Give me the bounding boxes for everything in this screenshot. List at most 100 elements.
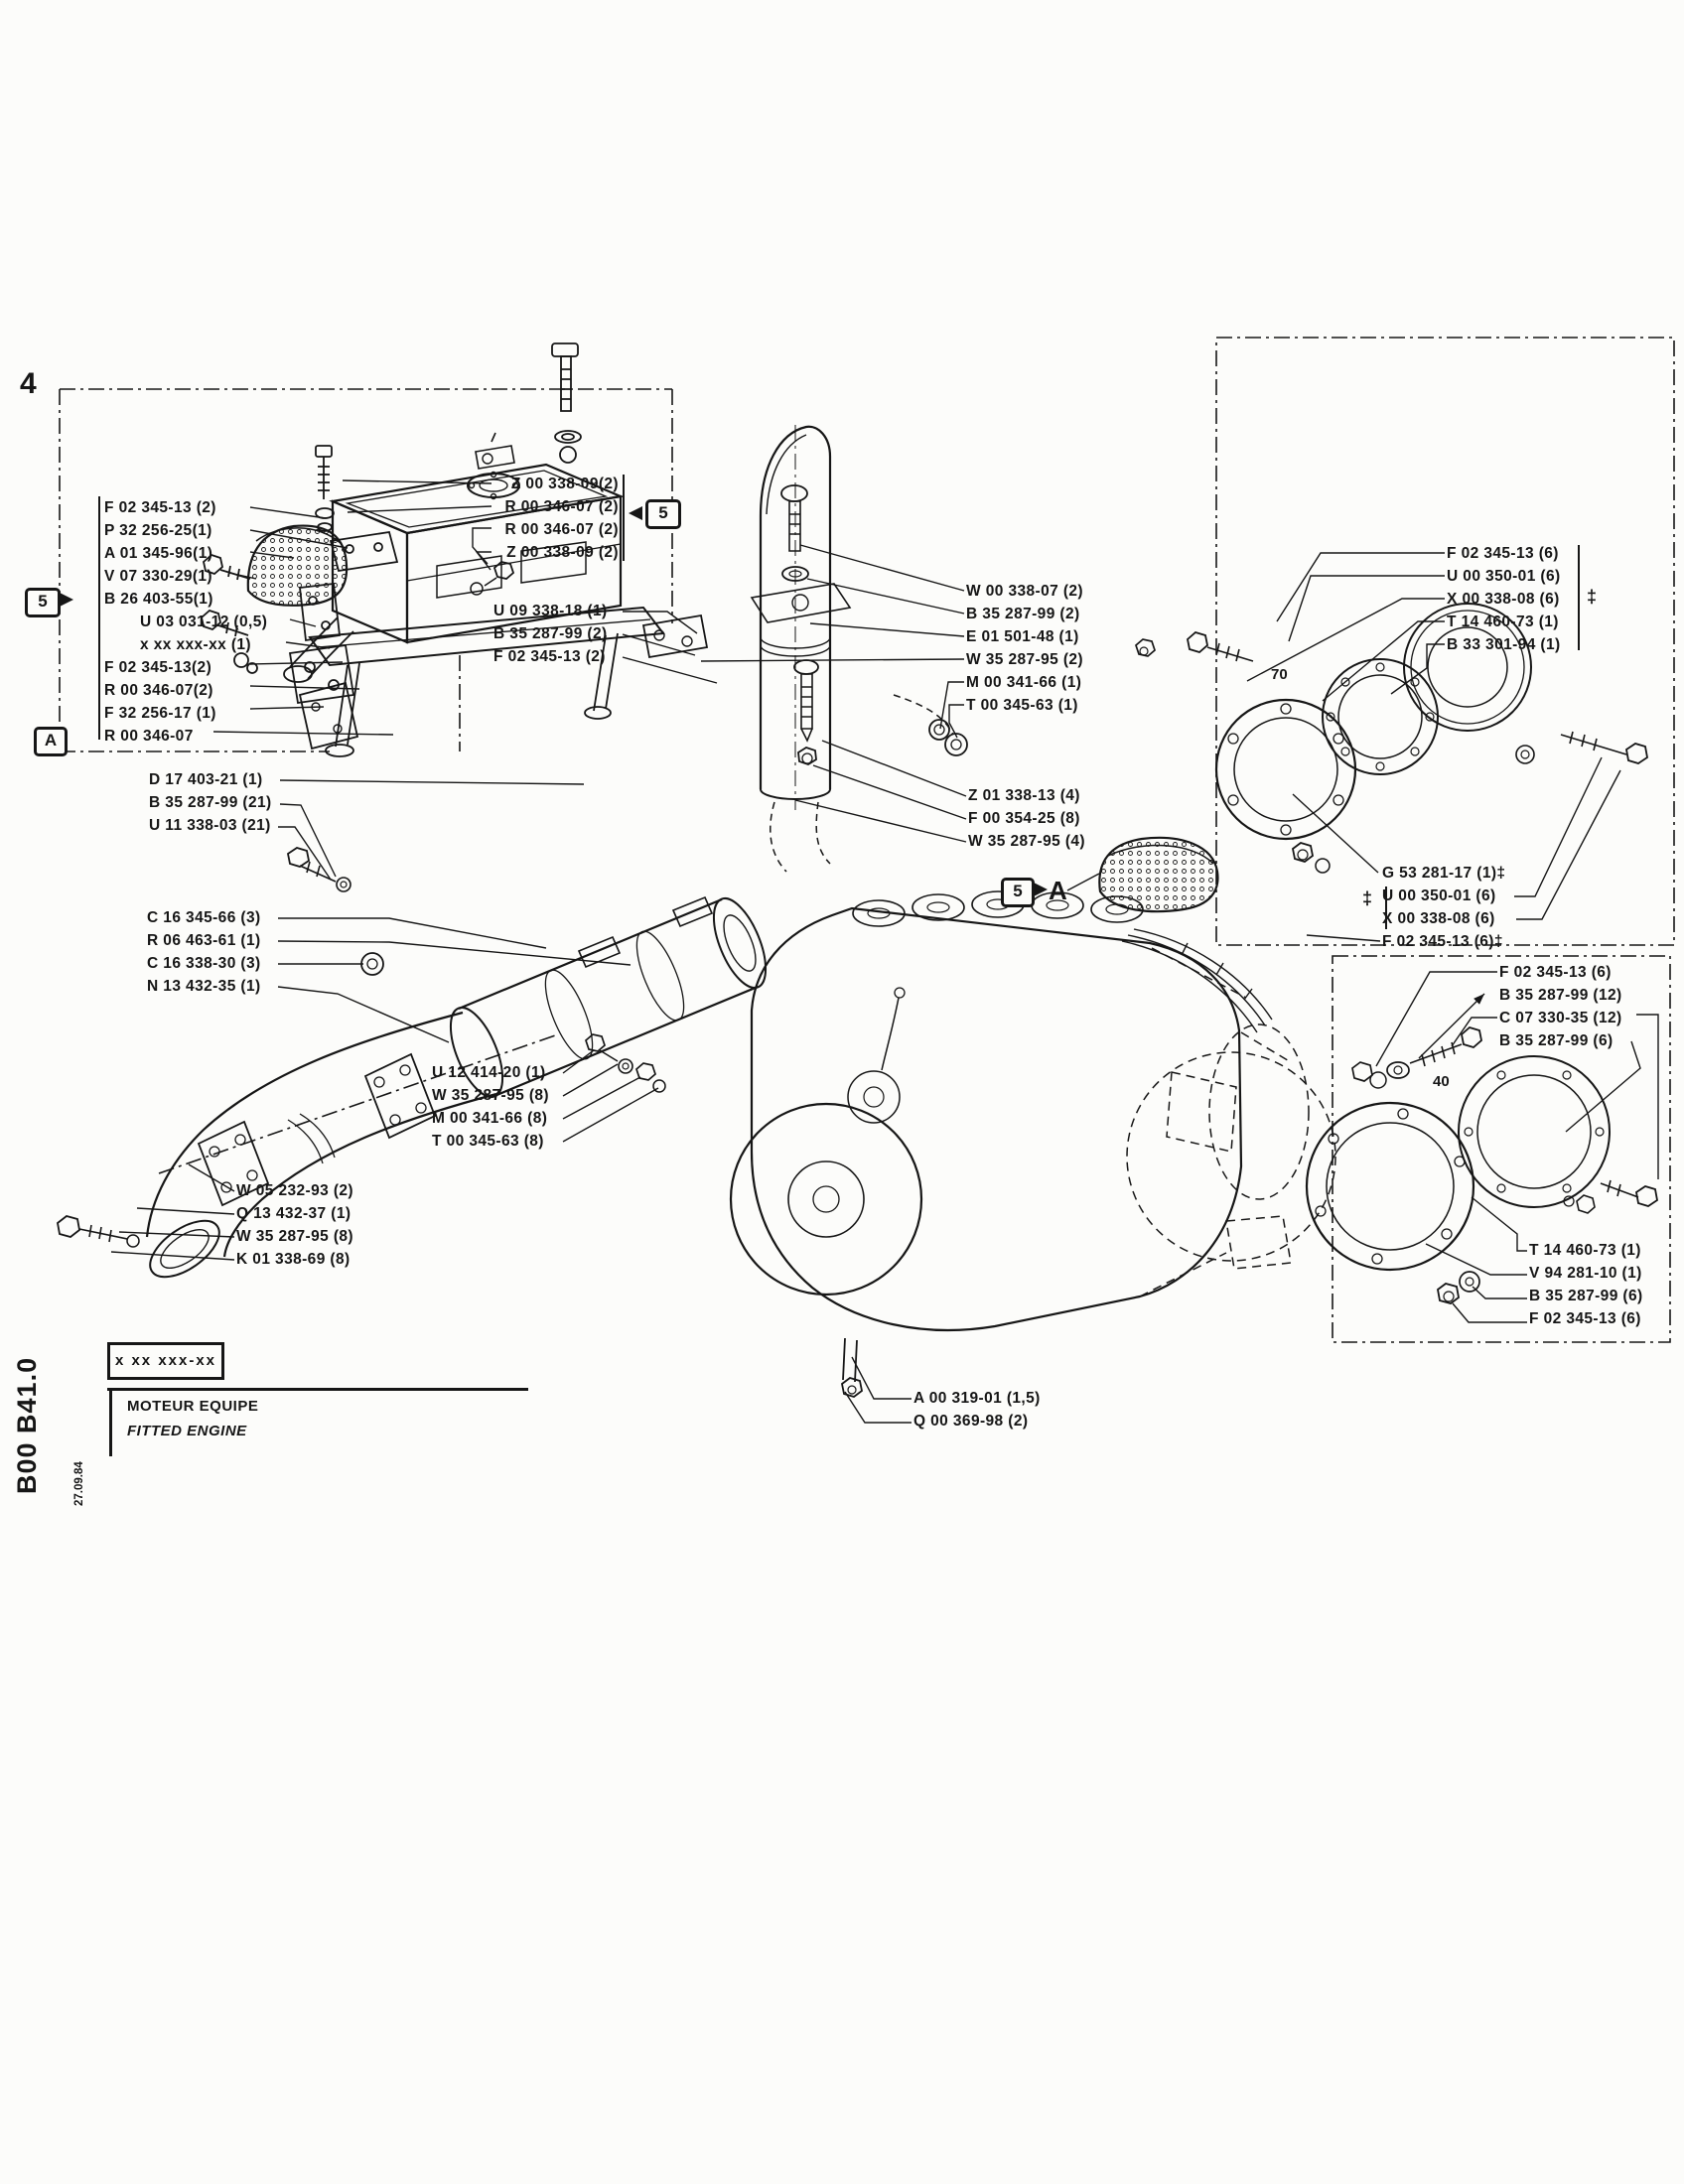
part-label: Q 13 432-37 (1) [236,1205,351,1222]
part-label: F 00 354-25 (8) [968,810,1080,827]
part-label: G 53 281-17 (1)‡ [1382,865,1506,882]
part-label-group-top-mid: Z 00 338-09(2)R 00 346-07 (2)R 00 346-07… [427,473,619,564]
part-label: F 32 256-17 (1) [104,705,216,722]
part-label: V 07 330-29(1) [104,568,212,585]
arrow-right-icon [1034,883,1048,896]
part-label-group-engine-bottom: A 00 319-01 (1,5) Q 00 369-98 (2) [913,1387,1041,1433]
part-label: R 00 346-07 (2) [504,521,619,538]
part-label: U 03 031-12 (0,5) [140,614,268,630]
part-label: F 02 345-13 (6) [1529,1310,1641,1327]
section-marker-a: A [34,727,68,756]
part-label: B 35 287-99 (2) [966,606,1080,622]
part-label-group-panel2-top: F 02 345-13 (6) B 35 287-99 (12) C 07 330-… [1499,961,1622,1052]
part-label: F 02 345-13 (6)‡ [1382,933,1503,950]
sheet-corner-number: 4 [20,367,37,400]
part-label: N 13 432-35 (1) [147,978,261,995]
part-label: R 06 463-61 (1) [147,932,261,949]
part-label: x xx xxx-xx (1) [140,636,251,653]
part-label: W 35 287-95 (4) [968,833,1085,850]
part-label: U 00 350-01 (6) [1447,568,1561,585]
part-number-mask-box: x xx xxx-xx [107,1342,224,1380]
part-label-group-stack-right: W 00 338-07 (2) B 35 287-99 (2) E 01 501-4… [966,580,1083,717]
part-label: X 00 338-08 (6) [1447,591,1560,608]
mesh-guard-large [1098,836,1219,913]
part-label: W 05 232-93 (2) [236,1182,353,1199]
detail-marker-5-left: 5 [25,588,61,617]
part-label: W 35 287-95 (2) [966,651,1083,668]
part-label: W 35 287-95 (8) [236,1228,353,1245]
part-label: R 00 346-07(2) [104,682,213,699]
part-label: A 00 319-01 (1,5) [913,1390,1041,1407]
part-label: T 00 345-63 (8) [432,1133,544,1150]
drawing-code: B00 B41.0 [12,1356,42,1494]
arrow-right-icon [60,593,73,607]
part-label: U 11 338-03 (21) [149,817,271,834]
part-label: U 09 338-18 (1) [493,603,608,619]
part-label: C 16 345-66 (3) [147,909,261,926]
part-label: M 00 341-66 (8) [432,1110,548,1127]
part-label-group-mid-box: U 09 338-18 (1) B 35 287-99 (2) F 02 345-1… [493,600,608,668]
part-label: U 12 414-20 (1) [432,1064,546,1081]
part-label: V 94 281-10 (1) [1529,1265,1642,1282]
part-label-group-silencer-left: D 17 403-21 (1) B 35 287-99 (21) U 11 338-… [149,768,272,837]
stack-bolt-drawing [470,342,582,596]
part-label: W 35 287-95 (8) [432,1087,549,1104]
part-label: C 07 330-35 (12) [1499,1010,1622,1026]
part-label: T 14 460-73 (1) [1529,1242,1641,1259]
arrow-left-icon [629,506,642,520]
part-label: B 35 287-99 (6) [1499,1032,1614,1049]
detail-marker-5-mid: 5 [645,499,681,529]
double-dagger-symbol: ‡ [1362,888,1373,908]
part-label-group-elbow-left: W 05 232-93 (2) Q 13 432-37 (1) W 35 287-9… [236,1179,353,1271]
part-label: R 00 346-07 [104,728,194,745]
part-label: X 00 338-08 (6) [1382,910,1495,927]
page-title-english: FITTED ENGINE [127,1423,247,1439]
part-label: K 01 338-69 (8) [236,1251,351,1268]
dimension-70: 70 [1271,666,1288,683]
part-label: F 02 345-13 (2) [493,648,606,665]
part-label: E 01 501-48 (1) [966,628,1079,645]
title-rule-vertical [109,1391,112,1456]
flange-panel-top-drawing [1135,603,1648,874]
part-label: B 35 287-99 (2) [493,625,608,642]
part-label: B 35 287-99 (6) [1529,1288,1643,1304]
part-label: D 17 403-21 (1) [149,771,263,788]
part-label: T 00 345-63 (1) [966,697,1078,714]
part-label: A 01 345-96(1) [104,545,213,562]
title-rule-horizontal [107,1388,528,1391]
part-label-group-stack-lower: Z 01 338-13 (4) F 00 354-25 (8) W 35 287-9… [968,784,1085,853]
part-label-group-muffler-bolts: U 12 414-20 (1) W 35 287-95 (8) M 00 341-6… [432,1061,549,1153]
part-label: M 00 341-66 (1) [966,674,1082,691]
dimension-40: 40 [1433,1073,1450,1090]
part-label-group-top-left: F 02 345-13 (2)P 32 256-25(1)A 01 345-96… [104,496,267,748]
silencer-box-drawing [283,432,665,892]
part-label: F 02 345-13 (6) [1447,545,1559,562]
part-label: F 02 345-13(2) [104,659,212,676]
label-brackets [98,475,1580,929]
part-label: B 35 287-99 (21) [149,794,272,811]
flange-panel-bottom-drawing [1305,1025,1658,1304]
part-label: P 32 256-25(1) [104,522,212,539]
part-label: B 26 403-55(1) [104,591,213,608]
part-label: T 14 460-73 (1) [1447,614,1559,630]
part-label-group-panel1-bottom: G 53 281-17 (1)‡ U 00 350-01 (6) X 00 338-… [1382,862,1505,953]
muffler-drawing [57,895,768,1279]
part-label-group-muffler-left: C 16 345-66 (3) R 06 463-61 (1) C 16 338-3… [147,906,261,998]
page-title-french: MOTEUR EQUIPE [127,1398,259,1415]
part-label: B 33 301-94 (1) [1447,636,1561,653]
part-label-group-panel2-bottom: T 14 460-73 (1) V 94 281-10 (1) B 35 287-9… [1529,1239,1643,1330]
part-label: Z 01 338-13 (4) [968,787,1080,804]
part-label: F 02 345-13 (6) [1499,964,1612,981]
part-label: W 00 338-07 (2) [966,583,1083,600]
part-label: C 16 338-30 (3) [147,955,261,972]
part-label: Q 00 369-98 (2) [913,1413,1029,1430]
part-label-group-panel1-top: F 02 345-13 (6) U 00 350-01 (6) X 00 338-0… [1447,542,1561,656]
part-label: Z 00 338-09 (2) [506,544,619,561]
double-dagger-symbol: ‡ [1587,587,1598,607]
mesh-guard-small [246,524,349,607]
part-label: B 35 287-99 (12) [1499,987,1622,1004]
part-label: U 00 350-01 (6) [1382,887,1496,904]
part-label: R 00 346-07 (2) [504,498,619,515]
